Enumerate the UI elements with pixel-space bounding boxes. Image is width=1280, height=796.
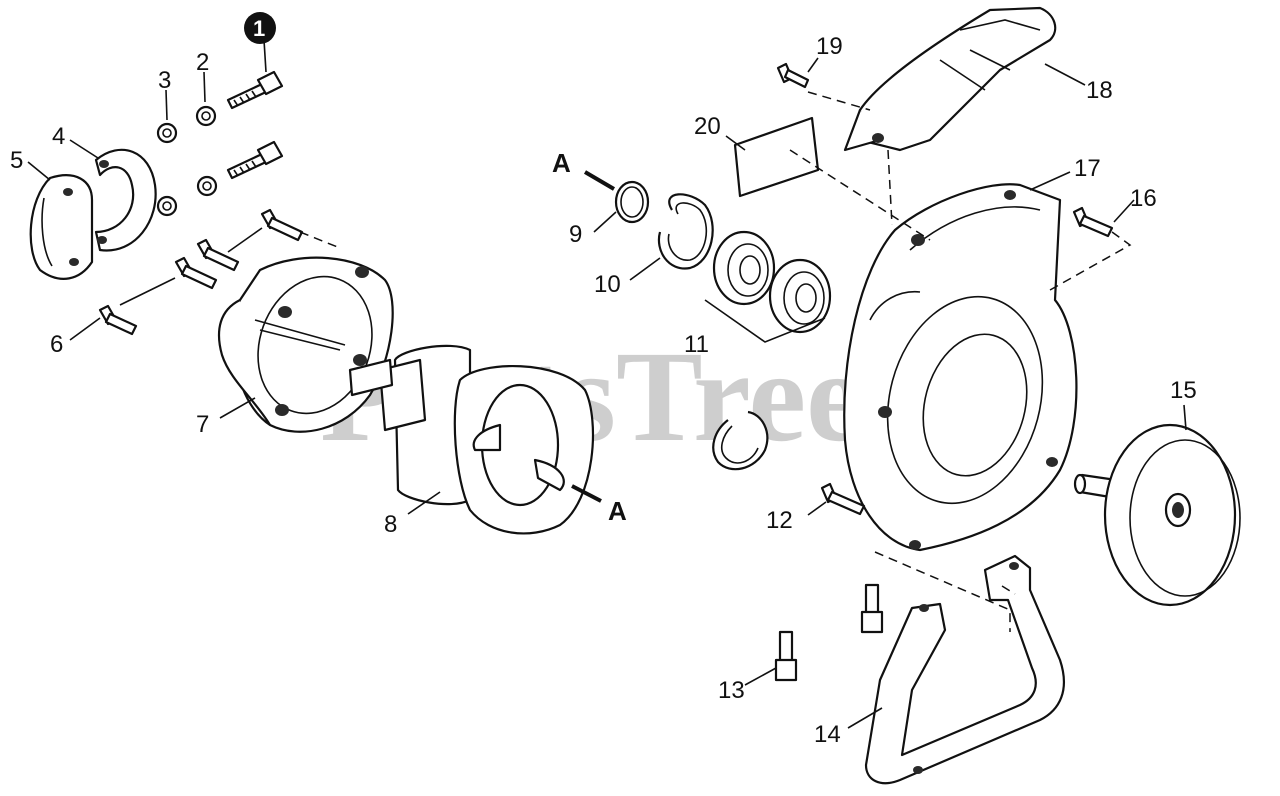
callout-7: 7 — [196, 411, 209, 438]
callout-9: 9 — [569, 221, 582, 248]
bolt-part-1b — [226, 140, 284, 180]
leader-bracket-11 — [704, 299, 826, 343]
clamp-half-part-5 — [29, 174, 94, 280]
retaining-ring-part-10 — [657, 193, 714, 270]
lock-washer-part-2 — [195, 105, 218, 197]
callout-19: 19 — [816, 33, 843, 60]
assembly-line-1 — [299, 231, 341, 249]
callout-17: 17 — [1074, 155, 1101, 182]
gear-assembly-part-8 — [348, 344, 594, 535]
snap-ring-part-9 — [614, 180, 650, 224]
callout-3: 3 — [158, 67, 171, 94]
ref-arrow-right — [571, 484, 602, 503]
callout-12: 12 — [766, 507, 793, 534]
screw-part-6 — [98, 208, 304, 336]
callout-6: 6 — [50, 331, 63, 358]
callout-15: 15 — [1170, 377, 1197, 404]
callout-2: 2 — [196, 49, 209, 76]
callout-16: 16 — [1130, 185, 1157, 212]
washer-part-3 — [156, 122, 178, 217]
assembly-line-6 — [874, 551, 1011, 632]
bolt-part-1 — [226, 70, 284, 110]
callout-4: 4 — [52, 123, 65, 150]
clamp-half-part-4 — [94, 148, 157, 252]
callout-1-badge — [244, 12, 276, 44]
assembly-line-5 — [1049, 231, 1132, 291]
callout-14: 14 — [814, 721, 841, 748]
callout-11: 11 — [684, 331, 709, 358]
callout-20: 20 — [694, 113, 721, 140]
assembly-line-7 — [1001, 585, 1016, 595]
screw-part-16 — [1072, 206, 1114, 238]
handle-bracket-part-14 — [864, 554, 1065, 785]
ref-marker-a-left: A — [552, 148, 571, 178]
callout-5: 5 — [10, 147, 23, 174]
retaining-ring-part-10b — [712, 410, 769, 471]
ball-bearing-part-11a — [712, 230, 776, 306]
assembly-line-3 — [789, 149, 931, 241]
label-plate-part-20 — [733, 116, 820, 198]
screw-part-19 — [776, 62, 810, 89]
callout-8: 8 — [384, 511, 397, 538]
ref-marker-a-right: A — [608, 496, 627, 526]
callout-10: 10 — [594, 271, 621, 298]
leader-lines — [27, 39, 1187, 729]
ball-bearing-part-11b — [768, 258, 832, 334]
screw-part-12 — [820, 482, 866, 516]
assembly-line-4 — [887, 149, 893, 226]
cover-part-18 — [843, 6, 1057, 152]
callout-18: 18 — [1086, 77, 1113, 104]
callout-1: 1 — [253, 16, 265, 41]
ref-arrow-left — [583, 170, 616, 191]
clutch-drum-part-15 — [1073, 423, 1241, 607]
fan-housing-part-17 — [843, 183, 1078, 552]
bolt-part-13 — [774, 583, 884, 682]
callout-13: 13 — [718, 677, 745, 704]
assembly-line-2 — [807, 91, 871, 111]
